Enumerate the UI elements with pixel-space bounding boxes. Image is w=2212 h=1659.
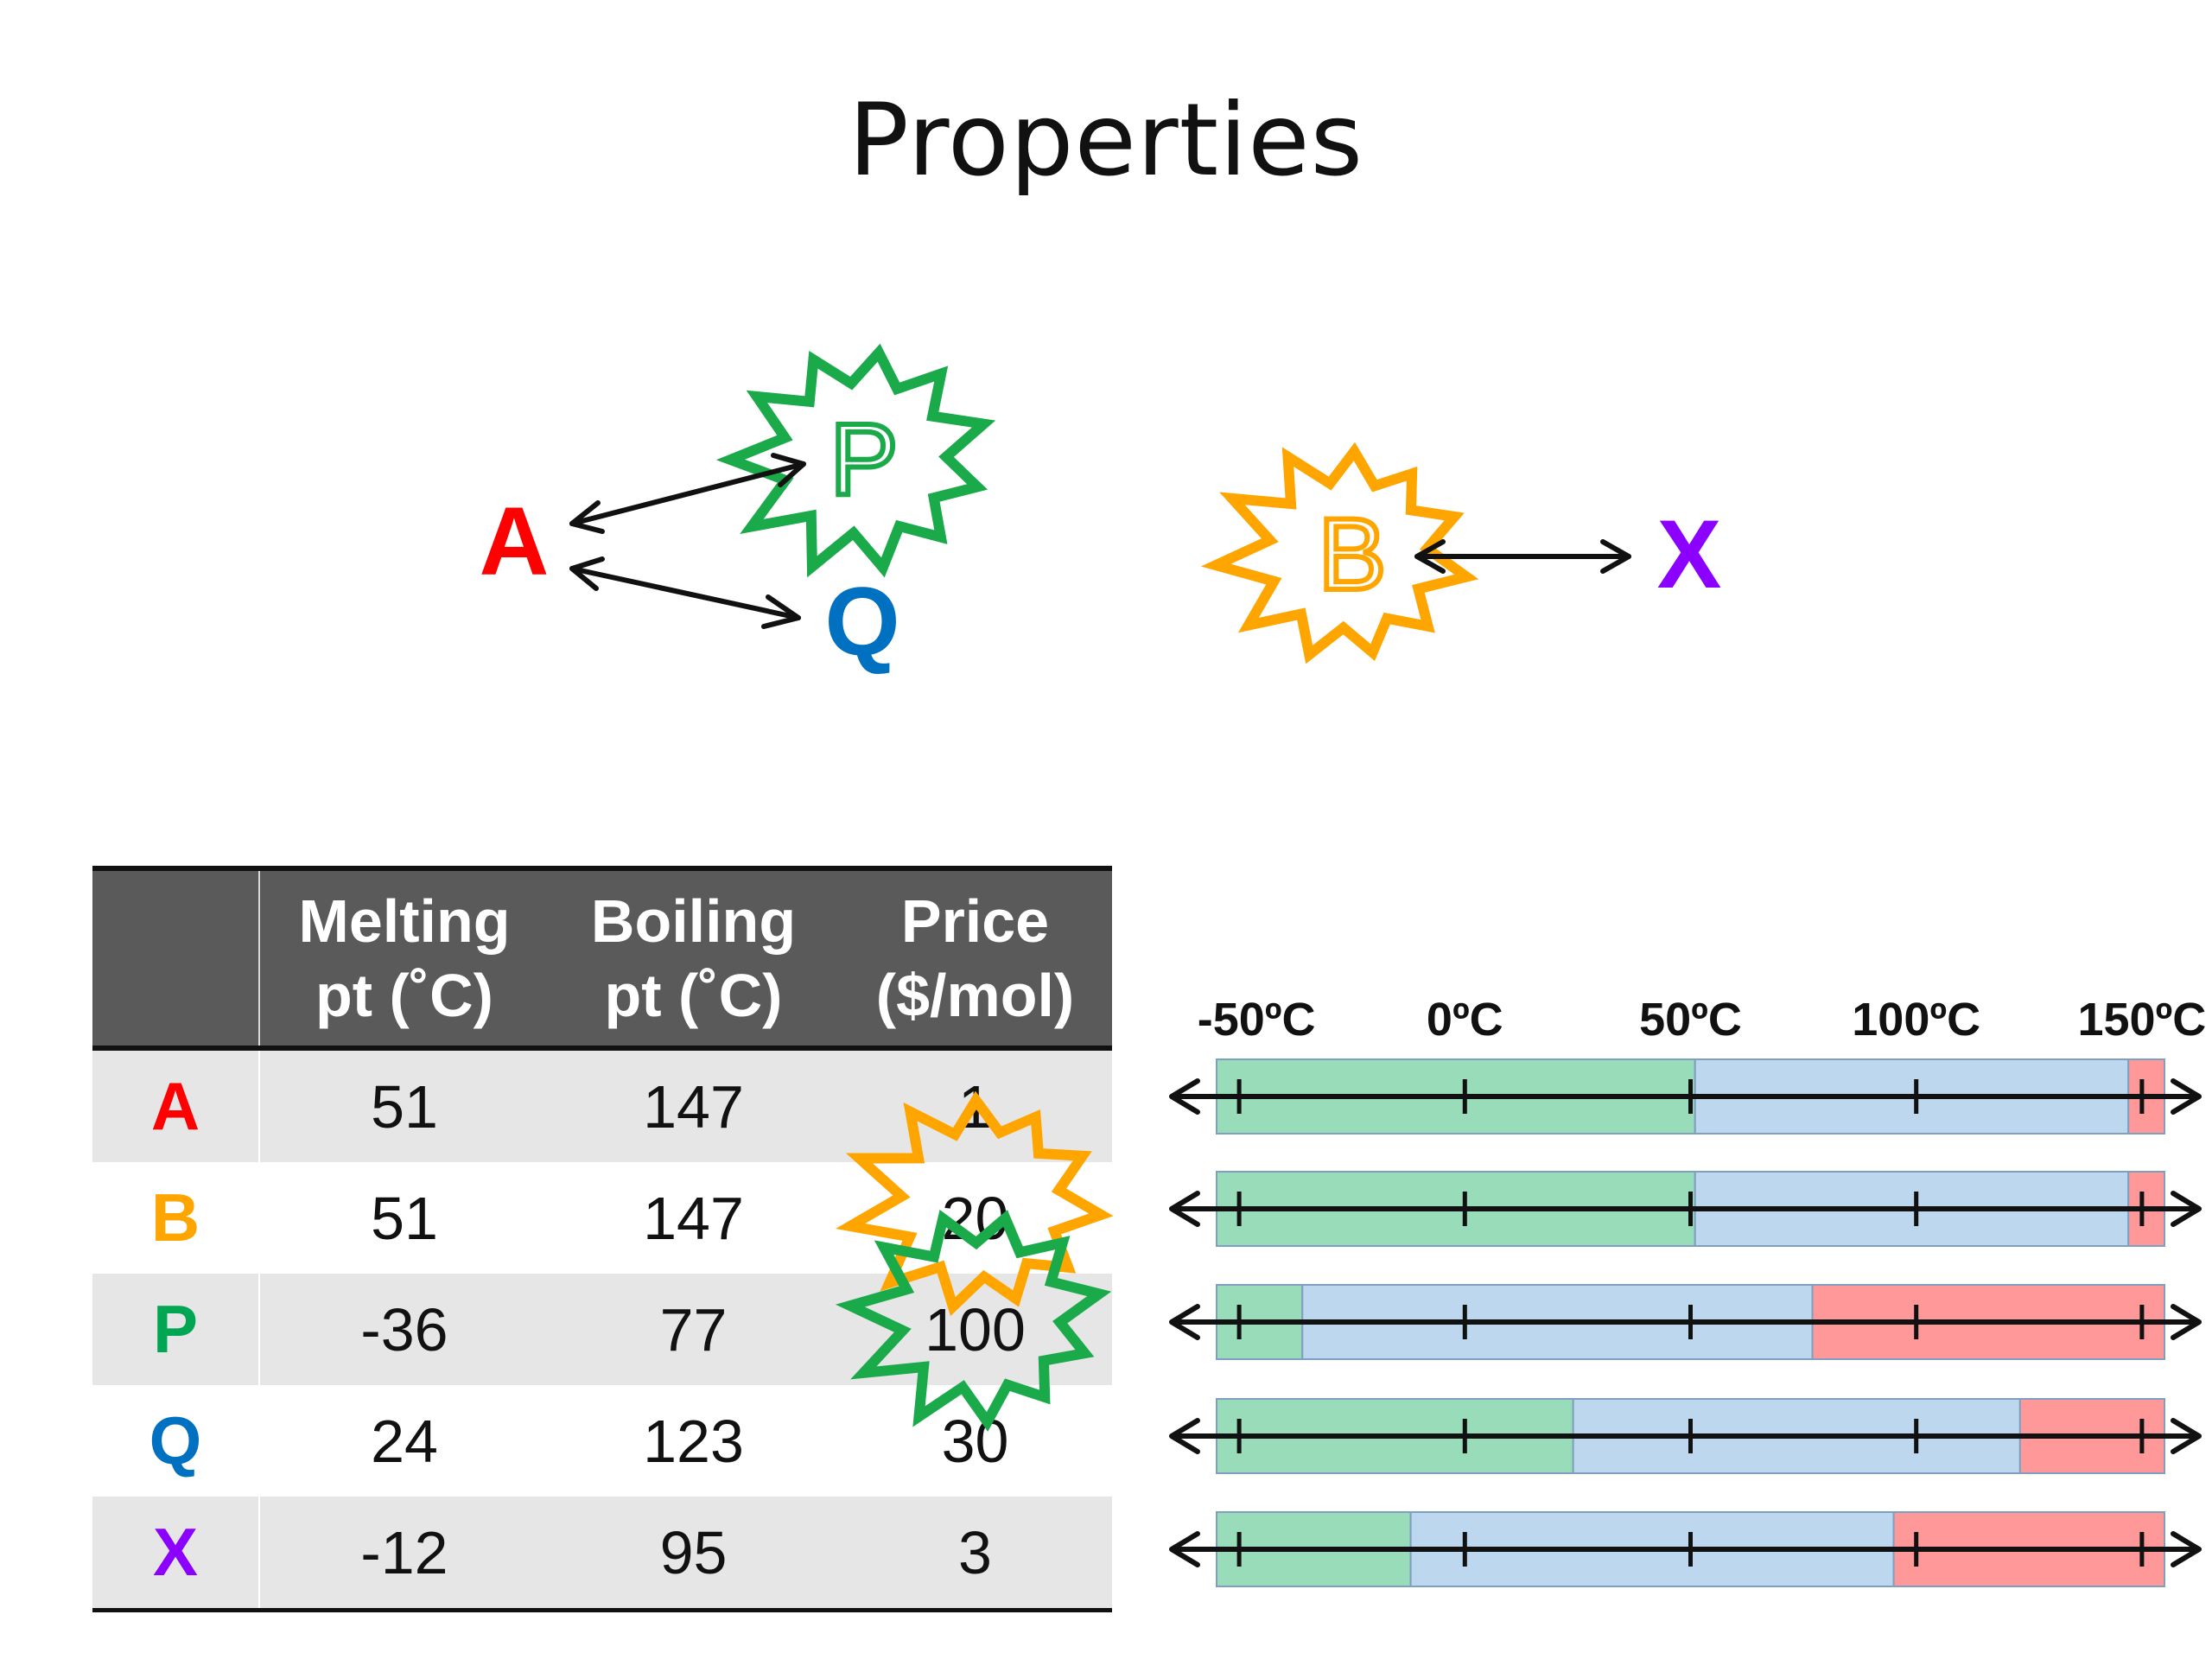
column-header-melting: Melting pt (˚C)	[259, 866, 549, 1051]
axis-arrow-head	[2171, 1078, 2202, 1115]
axis-arrow-head	[1169, 1531, 1200, 1567]
arrow-a-p-head-p	[771, 453, 806, 487]
price-cell: 20	[941, 1184, 1009, 1252]
boiling-point-cell: 147	[643, 1072, 744, 1141]
price-cell: 1	[958, 1072, 992, 1141]
star-burst-b-icon	[1200, 442, 1479, 664]
column-header-price: Price ($/mol)	[838, 866, 1112, 1051]
axis-arrow-head	[2171, 1531, 2202, 1567]
axis-arrow-head	[1169, 1304, 1200, 1340]
compound-name-cell: B	[92, 1162, 260, 1274]
table-header-row: Melting pt (˚C) Boiling pt (˚C) Price ($/mo…	[92, 866, 1112, 1051]
axis-arrow-head	[2171, 1304, 2202, 1340]
reactant-a-label: A	[480, 487, 550, 595]
boiling-point-cell: 123	[643, 1407, 744, 1475]
arrow-a-q-head-q	[761, 594, 801, 629]
boiling-point-cell: 95	[549, 1497, 838, 1612]
table-row: A 51 147 1	[92, 1048, 1112, 1162]
axis-tick-label: 0ºC	[1427, 994, 1503, 1046]
melting-point-cell: 51	[371, 1184, 438, 1252]
header-boiling-line2: pt (˚C)	[604, 962, 783, 1029]
table-row: B 51 147 20	[92, 1162, 1112, 1274]
header-melting-line2: pt (˚C)	[315, 962, 493, 1029]
reactant-b-label: B	[1319, 498, 1387, 612]
axis-tick-label: 150ºC	[2077, 994, 2206, 1046]
compound-name-cell: X	[92, 1497, 260, 1612]
phase-range-chart: -50ºC 0ºC 50ºC 100ºC 150ºC	[1169, 994, 2206, 1587]
melting-point-cell: -12	[259, 1497, 549, 1612]
compound-name-cell: P	[92, 1274, 260, 1385]
header-boiling-line1: Boiling	[590, 887, 797, 955]
page-title: Properties	[848, 82, 1364, 199]
axis-tick-label: 50ºC	[1639, 994, 1742, 1046]
arrow-a-p-head-a	[569, 500, 605, 534]
boiling-point-cell: 147	[643, 1184, 744, 1252]
product-q-label: Q	[824, 568, 899, 676]
compound-name-cell: A	[92, 1048, 260, 1162]
properties-table: Melting pt (˚C) Boiling pt (˚C) Price ($/mo…	[92, 866, 1112, 1612]
axis-arrow-head	[2171, 1418, 2202, 1454]
arrow-b-x-head-b	[1414, 539, 1446, 574]
arrow-a-p	[569, 461, 806, 526]
melting-point-cell: 51	[371, 1072, 438, 1141]
arrow-a-q	[569, 566, 801, 620]
price-cell: 3	[838, 1497, 1112, 1612]
axis-tick-label: -50ºC	[1198, 994, 1316, 1046]
axis-arrow-head	[2171, 1191, 2202, 1227]
table-row: X -12 95 3	[92, 1497, 1112, 1612]
compound-name-cell: Q	[92, 1385, 260, 1497]
price-cell: 30	[941, 1407, 1009, 1475]
product-x-label: X	[1657, 500, 1722, 608]
column-header-compound	[92, 866, 260, 1051]
arrow-a-q-head-a	[569, 556, 605, 591]
header-melting-line1: Melting	[298, 887, 511, 955]
melting-point-cell: 24	[371, 1407, 438, 1475]
arrow-b-x-head-x	[1600, 539, 1631, 574]
axis-arrow-head	[1169, 1078, 1200, 1115]
axis-tick-label: 100ºC	[1852, 994, 1980, 1046]
melting-point-cell: -36	[360, 1295, 448, 1363]
axis-arrow-head	[1169, 1418, 1200, 1454]
table-row: Q 24 123 30	[92, 1385, 1112, 1497]
price-cell: 100	[925, 1295, 1026, 1363]
axis-arrow-head	[1169, 1191, 1200, 1227]
column-header-boiling: Boiling pt (˚C)	[549, 866, 838, 1051]
header-price-line2: ($/mol)	[875, 962, 1075, 1029]
boiling-point-cell: 77	[659, 1295, 728, 1363]
header-price-line1: Price	[900, 887, 1050, 955]
table-row: P -36 77 100	[92, 1274, 1112, 1385]
product-p-label: P	[830, 403, 899, 517]
